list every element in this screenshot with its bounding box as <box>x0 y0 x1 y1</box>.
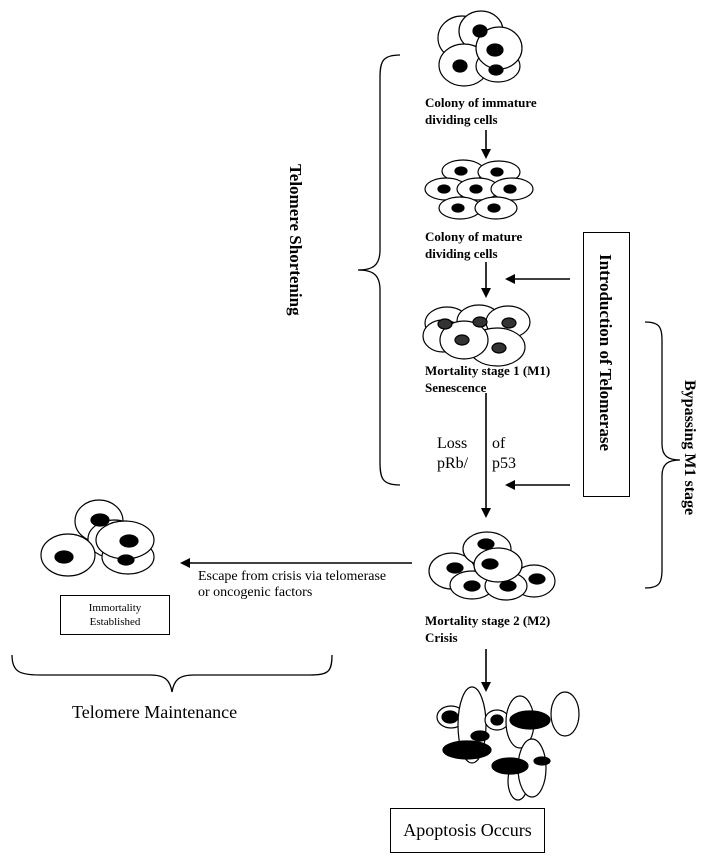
apoptosis-box: Apoptosis Occurs <box>390 808 545 853</box>
loss-p53-label: of p53 <box>492 435 516 472</box>
mature-colony-label: Colony of mature dividing cells <box>425 229 523 261</box>
crisis-cells <box>428 531 556 601</box>
loss-prb-label: Loss pRb/ <box>437 435 469 472</box>
senescent-cells <box>422 304 531 367</box>
m1-label: Mortality stage 1 (M1) Senescence <box>425 363 551 395</box>
introduction-box <box>583 232 630 497</box>
m2-label: Mortality stage 2 (M2) Crisis <box>425 613 551 645</box>
apoptosis-label: Apoptosis Occurs <box>403 820 532 840</box>
apoptotic-cells <box>436 686 580 801</box>
immature-colony-label: Colony of immature dividing cells <box>425 95 537 127</box>
immortality-label: Immortality Established <box>88 602 142 628</box>
telomere-maintenance-label: Telomere Maintenance <box>72 702 238 722</box>
telomere-shortening-brace <box>357 54 401 486</box>
telomere-shortening-label: Telomere Shortening <box>286 164 305 316</box>
bypassing-label: Bypassing M1 stage <box>681 380 698 516</box>
telomere-maintenance-brace <box>11 654 333 693</box>
immortality-box: Immortality Established <box>60 595 170 635</box>
mature-cells <box>424 159 534 220</box>
flow-arrows <box>180 130 570 692</box>
escape-label: Escape from crisis via telomerase or onc… <box>198 569 387 600</box>
bypassing-brace <box>644 321 681 589</box>
immortal-cells <box>40 499 155 577</box>
introduction-label: Introduction of Telomerase <box>596 254 615 452</box>
immature-cells <box>437 10 523 87</box>
